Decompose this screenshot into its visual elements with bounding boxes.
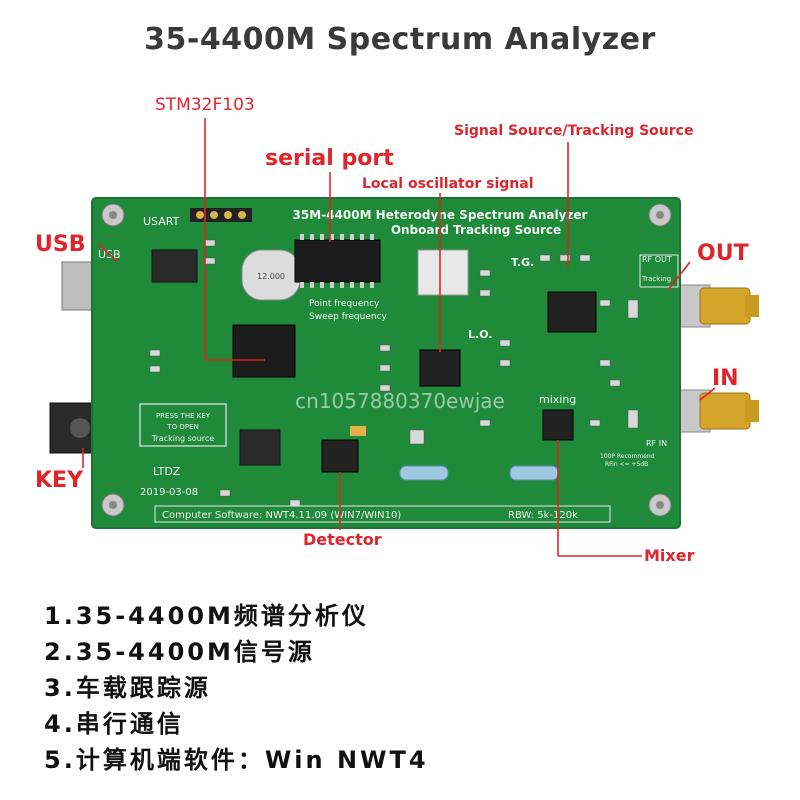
watermark: cn1057880370ewjae (295, 389, 505, 413)
board-recommend-1: 100P Recommend (600, 453, 655, 460)
crystal-marking: 12.000 (257, 272, 285, 281)
board-tracking: Tracking (641, 275, 671, 283)
callout-detector: Detector (303, 530, 382, 549)
usart-header (190, 208, 252, 222)
callout-mixer: Mixer (644, 546, 695, 565)
board-lo: L.O. (468, 328, 492, 341)
board-software: Computer Software: NWT4.11.09 (WIN7/WIN1… (162, 510, 401, 521)
feature-item: 3.车载跟踪源 (44, 674, 211, 702)
callout-stm32: STM32F103 (155, 95, 255, 115)
board-point-frequency: Point frequency (309, 299, 380, 309)
board-press-key-2: TO OPEN (166, 423, 198, 431)
board-mixing: mixing (539, 393, 576, 406)
callout-serial-port: serial port (265, 146, 394, 171)
callout-signal-source: Signal Source/Tracking Source (454, 123, 694, 139)
feature-item: 1.35-4400M频谱分析仪 (44, 602, 369, 630)
feature-item: 5.计算机端软件：Win NWT4 (44, 746, 429, 774)
callout-usb: USB (35, 232, 86, 257)
board-header-line2: Onboard Tracking Source (391, 223, 561, 237)
mcu-chip (232, 324, 296, 378)
feature-item: 2.35-4400M信号源 (44, 638, 315, 666)
pcb (91, 197, 681, 529)
board-tg: T.G. (511, 256, 534, 269)
board-recommend-2: RFin <= +5dB (605, 461, 648, 468)
board-press-key-3: Tracking source (151, 434, 214, 443)
board-date: 2019-03-08 (140, 487, 198, 498)
board-sweep-frequency: Sweep frequency (309, 312, 388, 322)
feature-list: 1.35-4400M频谱分析仪 2.35-4400M信号源 3.车载跟踪源 4.… (44, 598, 429, 778)
board-rf-in: RF IN (646, 439, 667, 448)
board-usart: USART (143, 215, 180, 228)
board-press-key-1: PRESS THE KEY (156, 412, 211, 420)
callout-key: KEY (35, 468, 84, 493)
feature-item: 4.串行通信 (44, 710, 184, 738)
callout-local-oscillator: Local oscillator signal (362, 176, 534, 192)
page-title: 35-4400M Spectrum Analyzer (144, 22, 656, 57)
board-ltdz: LTDZ (153, 465, 181, 478)
callout-in: IN (712, 366, 739, 391)
board-rbw: RBW: 5k-120k (508, 510, 578, 521)
callout-lines (82, 118, 716, 557)
callout-out: OUT (697, 241, 749, 266)
board-rf-out: RF OUT (642, 255, 672, 264)
